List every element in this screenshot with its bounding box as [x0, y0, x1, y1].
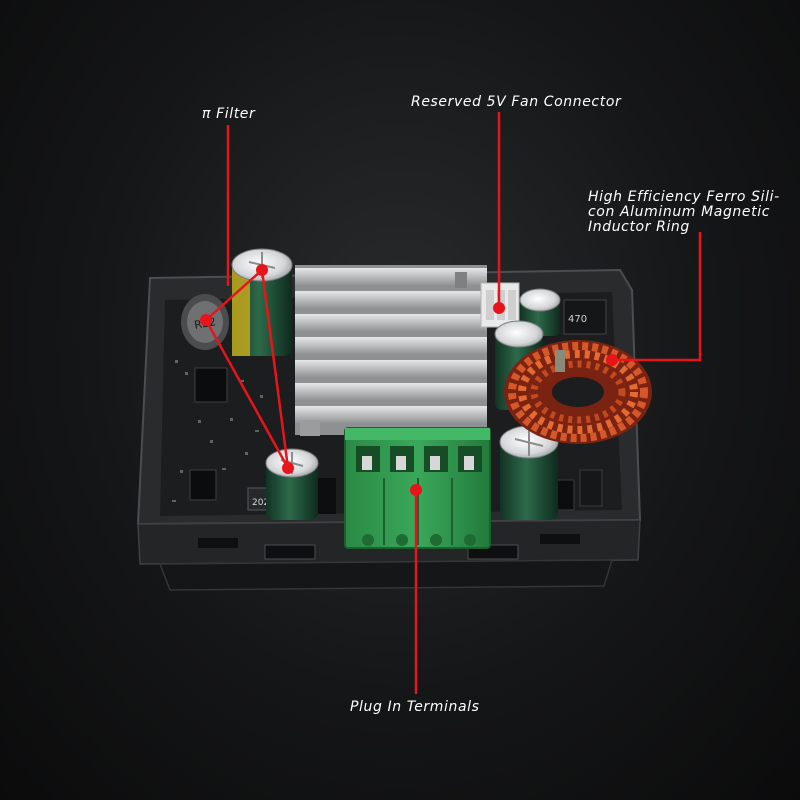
label-pi-filter: π Filter: [202, 106, 256, 122]
capacitor-bottom-right: [499, 425, 559, 520]
callout-dot-toroid: [606, 354, 618, 366]
label-fan-connector: Reserved 5V Fan Connector: [411, 94, 622, 110]
capacitor-marking: 470: [568, 314, 587, 325]
callout-dot-fan: [493, 302, 505, 314]
callout-line-pi-filter-a: [205, 269, 263, 321]
callout-dot-inductor-left: [200, 314, 212, 326]
terminal-block: [344, 427, 491, 549]
callout-lines: [204, 112, 702, 694]
callout-dots: [200, 264, 618, 496]
heatsink: [295, 265, 487, 436]
chip-marking: 202: [252, 498, 269, 508]
capacitor-top-right: 470: [519, 288, 607, 336]
callout-line-pi-filter-b: [204, 319, 290, 469]
callout-dot-cap-bottom: [282, 462, 294, 474]
label-inductor-ring: High Efficiency Ferro Sili- con Aluminum…: [588, 189, 780, 235]
callout-line-inductor: [612, 232, 702, 362]
callout-line-pi-filter-c: [260, 269, 290, 469]
callout-dot-cap-top: [256, 264, 268, 276]
toroid-inductor: [504, 340, 652, 444]
label-plug-in-terminals: Plug In Terminals: [350, 699, 480, 715]
capacitor-bottom-left: [265, 448, 319, 520]
callout-dot-terminals: [410, 484, 422, 496]
